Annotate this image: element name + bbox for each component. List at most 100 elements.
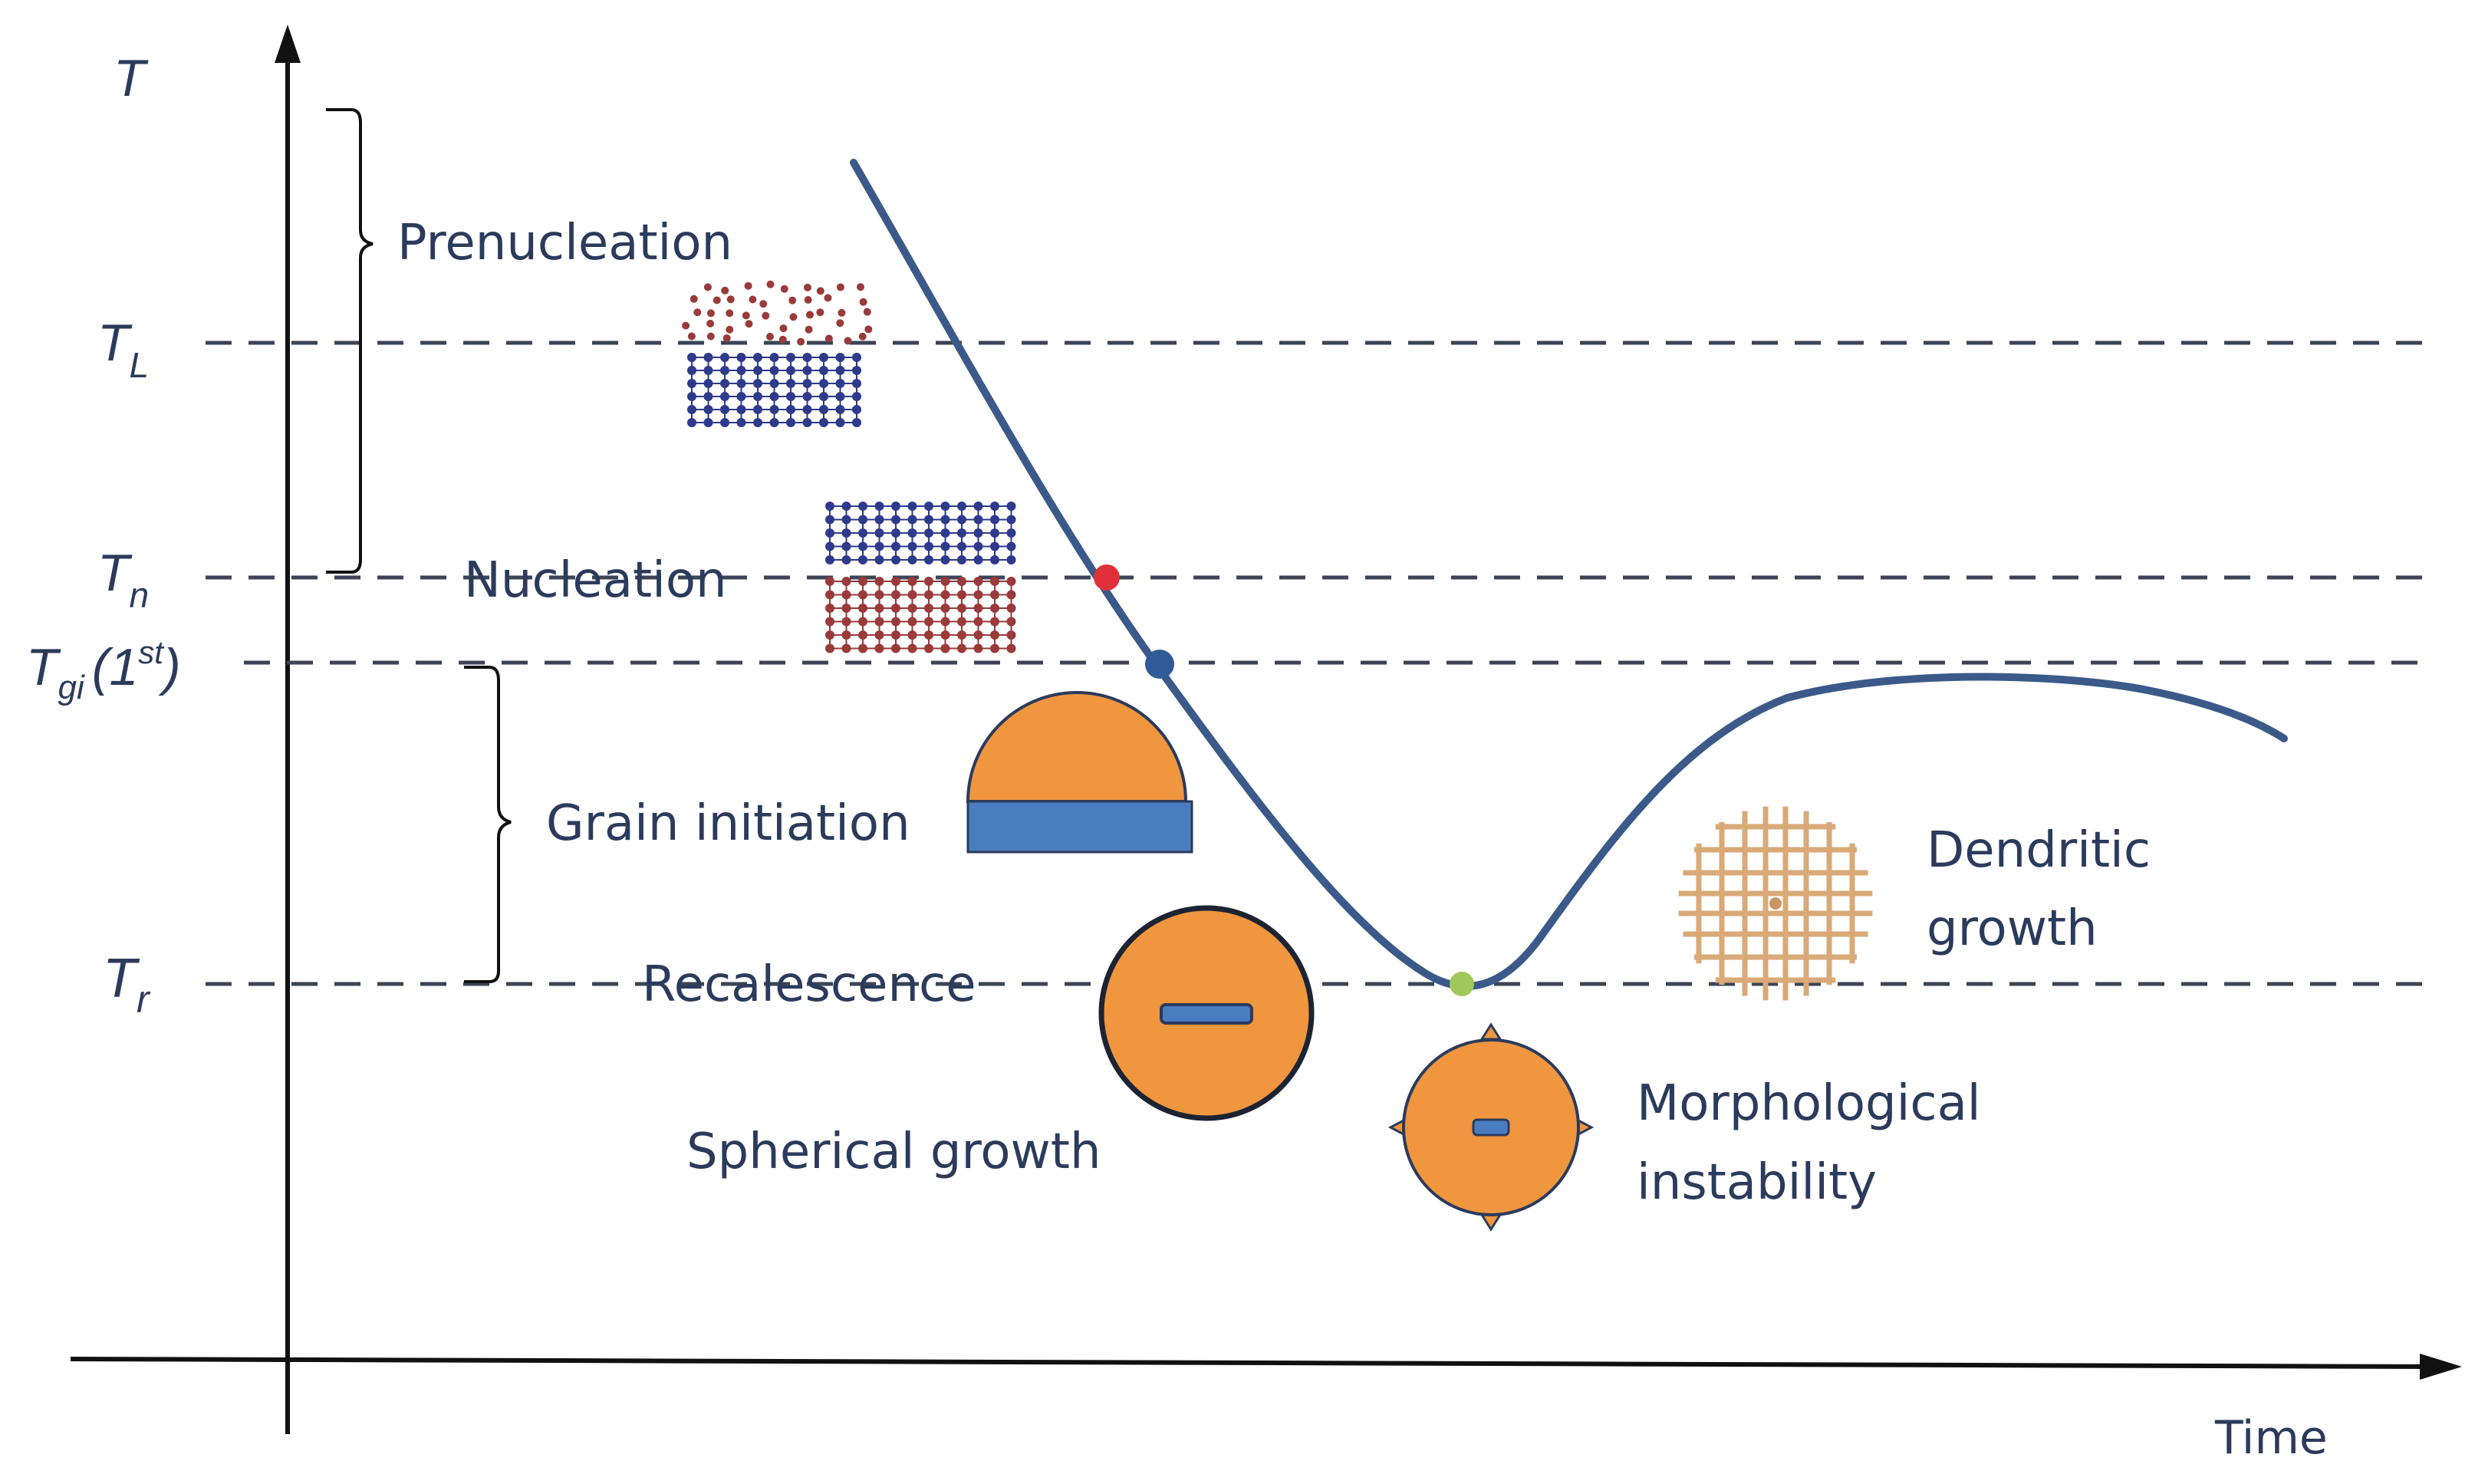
atom <box>874 630 884 640</box>
atom <box>858 590 867 600</box>
atom <box>804 296 812 304</box>
atom <box>864 325 873 334</box>
x-axis-label: Time <box>2214 1411 2328 1465</box>
atom <box>858 630 867 640</box>
atom <box>797 337 805 346</box>
atom <box>720 366 729 375</box>
atom <box>957 604 966 613</box>
atom <box>858 541 867 551</box>
atom <box>722 334 731 342</box>
atom <box>863 308 871 316</box>
atom <box>720 405 729 414</box>
atom <box>802 392 812 401</box>
atom <box>973 630 983 640</box>
atom <box>753 418 762 427</box>
atom <box>940 590 950 600</box>
atom <box>703 366 713 375</box>
atom <box>957 528 966 538</box>
atom <box>835 418 845 427</box>
atom <box>703 405 713 414</box>
morphological-instability-label-line1: Morphological <box>1637 1075 1981 1132</box>
atom <box>924 541 933 551</box>
atom <box>703 353 713 362</box>
atom <box>907 590 917 600</box>
atom <box>819 366 828 375</box>
atom <box>753 366 762 375</box>
dendrite-grid-icon <box>1678 806 1873 1001</box>
atom <box>703 418 713 427</box>
atom <box>766 280 775 288</box>
atom <box>973 577 983 586</box>
atom <box>841 528 851 538</box>
atom <box>852 418 861 427</box>
atom <box>973 617 983 627</box>
atom <box>957 617 966 627</box>
atom <box>805 311 814 319</box>
atom <box>874 577 884 586</box>
atom <box>973 643 983 653</box>
atom <box>973 515 983 525</box>
atom <box>957 643 966 653</box>
atom <box>973 604 983 613</box>
atom <box>825 555 834 564</box>
atom <box>835 379 845 388</box>
atom <box>907 528 917 538</box>
atom <box>753 392 762 401</box>
atom <box>825 502 834 511</box>
atom <box>736 353 746 362</box>
atom <box>778 335 787 344</box>
atom <box>769 392 779 401</box>
atom <box>1006 515 1016 525</box>
atom <box>1006 555 1016 564</box>
atom <box>836 283 844 291</box>
cooling-curve <box>850 159 2288 990</box>
x-axis <box>70 1357 2440 1369</box>
atom <box>990 630 999 640</box>
liquidus-label: TL <box>97 314 149 385</box>
atom <box>786 405 795 414</box>
atom <box>907 604 917 613</box>
atom <box>891 604 900 613</box>
atom <box>753 405 762 414</box>
atom <box>973 528 983 538</box>
atom <box>844 337 852 345</box>
atom <box>825 528 834 538</box>
prenucleation-brace-icon <box>326 108 374 574</box>
nucleation-point <box>1094 564 1120 591</box>
atom <box>819 379 828 388</box>
atom <box>957 502 966 511</box>
atom <box>841 643 851 653</box>
atom <box>687 379 696 388</box>
x-axis-arrow-icon <box>2420 1354 2462 1380</box>
atom <box>957 555 966 564</box>
atom <box>940 577 950 586</box>
atom <box>1006 630 1016 640</box>
atom <box>835 366 845 375</box>
atom <box>720 353 729 362</box>
atom <box>858 643 867 653</box>
atom <box>924 630 933 640</box>
atom <box>836 319 844 327</box>
dendritic-growth-label-line2: growth <box>1927 900 2098 957</box>
instability-bump-top <box>1479 1022 1502 1041</box>
atom <box>857 283 865 291</box>
atom <box>838 308 846 317</box>
atom <box>874 617 884 627</box>
atom <box>1006 590 1016 600</box>
atom <box>703 283 712 291</box>
atom <box>802 353 812 362</box>
atom <box>825 604 834 613</box>
atom <box>907 515 917 525</box>
atom <box>825 541 834 551</box>
atom <box>858 617 867 627</box>
atom <box>687 392 696 401</box>
atom <box>780 285 788 293</box>
recalescence-temp-label-base: T <box>103 948 140 1009</box>
atom <box>769 379 779 388</box>
instability-bump-bottom <box>1479 1213 1502 1232</box>
atom <box>841 617 851 627</box>
atom <box>957 577 966 586</box>
atom <box>720 379 729 388</box>
atom <box>841 515 851 525</box>
atom <box>765 332 774 341</box>
